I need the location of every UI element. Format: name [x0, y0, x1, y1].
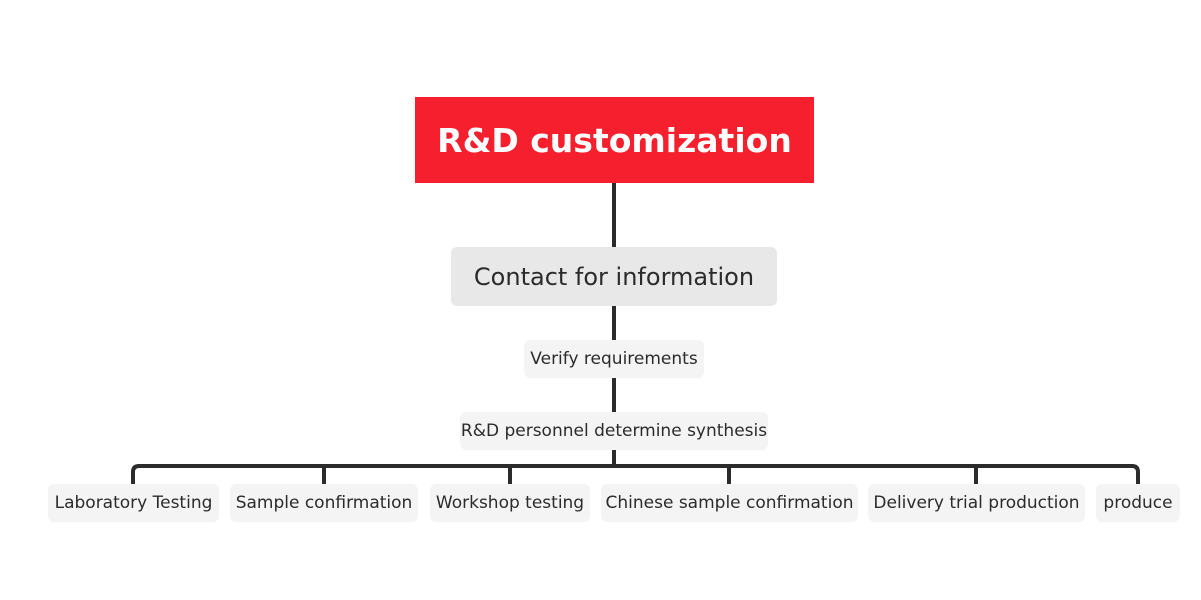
- leaf-workshop-testing[interactable]: Workshop testing: [430, 484, 590, 522]
- main-topic-contact[interactable]: Contact for information: [451, 247, 777, 306]
- leaf-sample-confirmation[interactable]: Sample confirmation: [230, 484, 418, 522]
- subtopic-verify-requirements[interactable]: Verify requirements: [524, 340, 704, 378]
- leaf-produce[interactable]: produce: [1096, 484, 1180, 522]
- leaf-delivery-trial-production[interactable]: Delivery trial production: [868, 484, 1085, 522]
- subtopic-rd-personnel[interactable]: R&D personnel determine synthesis: [460, 412, 768, 450]
- leaf-chinese-sample-confirmation[interactable]: Chinese sample confirmation: [601, 484, 858, 522]
- root-topic[interactable]: R&D customization: [415, 97, 814, 183]
- leaf-laboratory-testing[interactable]: Laboratory Testing: [48, 484, 219, 522]
- connector-branch-bus: [131, 464, 1140, 486]
